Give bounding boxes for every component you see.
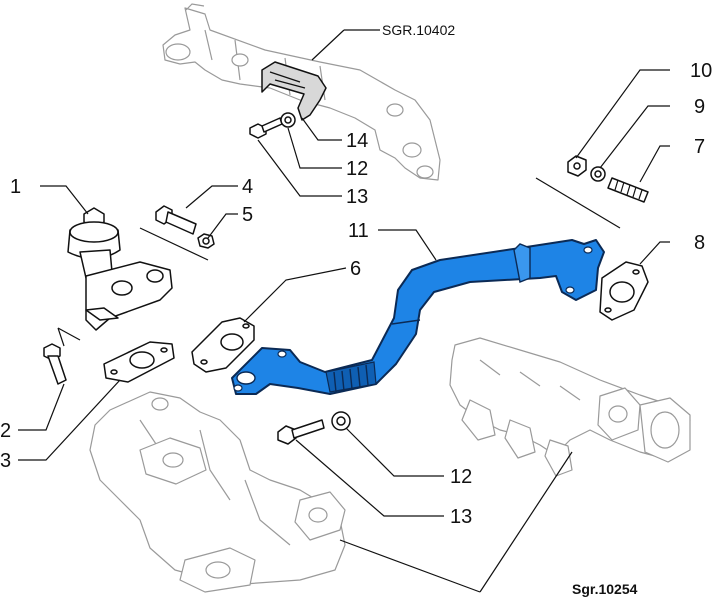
callout-14: 14: [346, 130, 368, 152]
callout-8: 8: [694, 232, 705, 254]
assembly-guide-lines: [57, 177, 621, 347]
egr-valve: [67, 207, 173, 331]
bracket-14: [261, 61, 327, 121]
callout-5: 5: [242, 204, 253, 226]
gasket-8: [599, 261, 649, 321]
ref-top-label: SGR.10402: [382, 22, 455, 38]
bolt-upper: [249, 117, 283, 139]
callout-1: 1: [10, 176, 21, 198]
callout-7: 7: [694, 136, 705, 158]
washer-9: [590, 166, 606, 182]
nut-10: [567, 155, 587, 177]
callout-3: 3: [0, 450, 11, 472]
callout-10: 10: [690, 60, 712, 82]
callout-12-lower: 12: [450, 466, 472, 488]
bolt-2: [43, 343, 67, 385]
gasket-3: [103, 341, 175, 383]
exhaust-manifold-ghost: [89, 391, 346, 593]
callout-13-lower: 13: [450, 506, 472, 528]
stud-7: [607, 177, 649, 203]
callout-12-upper: 12: [346, 158, 368, 180]
callout-13-upper: 13: [346, 186, 368, 208]
egr-pipe: [231, 239, 605, 395]
bolt-lower: [277, 419, 325, 445]
callout-leaders: [18, 29, 670, 593]
callout-4: 4: [242, 176, 253, 198]
gasket-6: [191, 317, 255, 373]
intake-manifold-ghost: [449, 337, 691, 477]
nut-5: [197, 233, 215, 249]
callout-2: 2: [0, 420, 11, 442]
callout-11: 11: [348, 220, 369, 242]
callout-6: 6: [350, 258, 361, 280]
callout-9: 9: [694, 96, 705, 118]
ref-bottom-label: Sgr.10254: [572, 581, 638, 597]
washer-lower: [331, 411, 351, 431]
bolt-4: [155, 205, 197, 235]
washer-upper: [280, 112, 296, 128]
